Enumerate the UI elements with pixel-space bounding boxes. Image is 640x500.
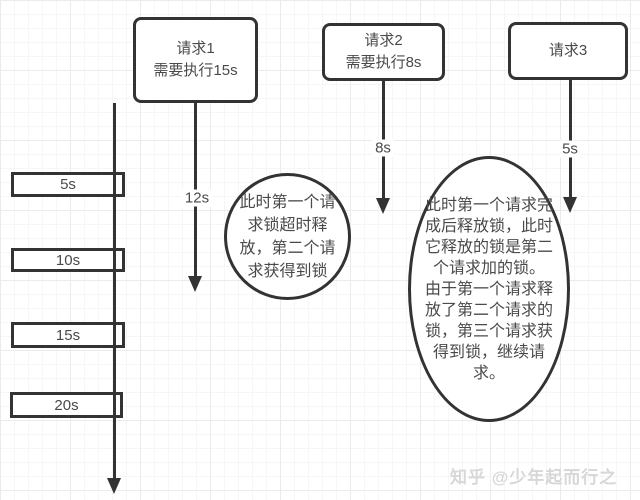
timeline-tick-10s: 10s: [11, 248, 125, 272]
annotation-oval-text: 此时第一个请求完成后释放锁，此时它释放的锁是第二个请求加的锁。 由于第一个请求释…: [424, 196, 553, 382]
timeline-tick-20s: 20s: [10, 392, 123, 418]
annotation-circle-lock-timeout: 此时第一个请求锁超时释放，第二个请求获得到锁: [224, 173, 351, 300]
request-3-duration-label: 5s: [559, 140, 581, 158]
timeline-tick-15s: 15s: [11, 322, 125, 348]
request-2-box: 请求2 需要执行8s: [322, 23, 445, 81]
request-3-down-arrow-icon: [563, 197, 577, 213]
timeline-tick-5s: 5s: [11, 172, 125, 197]
timeline-axis-line: [113, 103, 116, 478]
request-1-down-arrow-icon: [188, 276, 202, 292]
request-1-duration-label: 12s: [181, 189, 213, 207]
annotation-circle-text: 此时第一个请求锁超时释放，第二个请求获得到锁: [239, 193, 336, 280]
request-2-duration-label: 8s: [372, 139, 394, 157]
annotation-oval-lock-release: 此时第一个请求完成后释放锁，此时它释放的锁是第二个请求加的锁。 由于第一个请求释…: [408, 156, 570, 422]
timeline-down-arrow-icon: [107, 478, 121, 494]
request-2-down-arrow-icon: [376, 198, 390, 214]
request-3-duration-line: [569, 80, 572, 197]
zhihu-watermark: 知乎 @少年起而行之: [450, 468, 618, 487]
request-3-box: 请求3: [508, 22, 628, 80]
request-1-box: 请求1 需要执行15s: [133, 17, 258, 103]
